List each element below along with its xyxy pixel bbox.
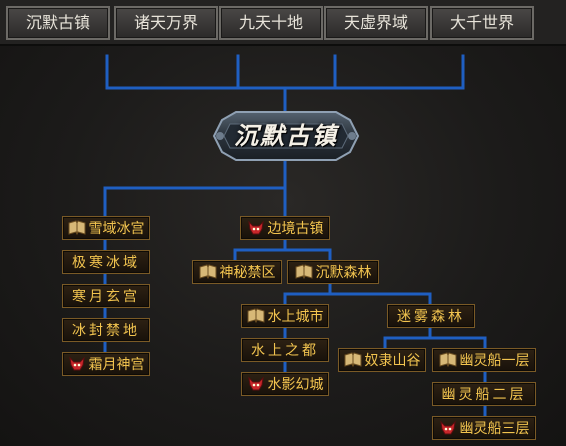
wire-left-branch bbox=[103, 186, 287, 218]
demon-icon bbox=[68, 356, 86, 372]
node-jihan-bingyu[interactable]: 极寒冰域 bbox=[62, 250, 150, 274]
book-icon bbox=[295, 264, 313, 280]
node-bianjing-guzhen[interactable]: 边境古镇 bbox=[240, 216, 330, 240]
book-icon bbox=[199, 264, 217, 280]
wire-top-left bbox=[105, 54, 287, 90]
wire-senlin-branch bbox=[283, 292, 432, 306]
current-region-badge: 沉默古镇 bbox=[212, 110, 360, 162]
node-shuangyue-shengong[interactable]: 霜月神宫 bbox=[62, 352, 150, 376]
demon-icon bbox=[247, 376, 265, 392]
tab-tianxu-jieyu[interactable]: 天虚界域 bbox=[324, 6, 428, 40]
node-miwu-senlin[interactable]: 迷雾森林 bbox=[387, 304, 475, 328]
node-youling-chuan-1[interactable]: 幽灵船一层 bbox=[432, 348, 536, 372]
book-icon bbox=[247, 308, 265, 324]
node-shuishang-zhidu[interactable]: 水上之都 bbox=[241, 338, 329, 362]
book-icon bbox=[344, 352, 362, 368]
wire-top-right bbox=[283, 54, 465, 90]
node-shuiying-huancheng[interactable]: 水影幻城 bbox=[241, 372, 329, 396]
book-icon bbox=[439, 352, 457, 368]
node-hanyue-xuangong[interactable]: 寒月玄宫 bbox=[62, 284, 150, 308]
node-shenmi-jinqu[interactable]: 神秘禁区 bbox=[192, 260, 282, 284]
book-icon bbox=[68, 220, 86, 236]
demon-icon bbox=[247, 220, 265, 236]
node-shuishang-chengshi[interactable]: 水上城市 bbox=[241, 304, 329, 328]
tab-zhutian-wanjie[interactable]: 诸天万界 bbox=[114, 6, 218, 40]
tab-jiutian-shidi[interactable]: 九天十地 bbox=[219, 6, 323, 40]
badge-frame bbox=[212, 111, 360, 161]
wire-bianjing-branch bbox=[233, 248, 332, 262]
node-chenmo-senlin[interactable]: 沉默森林 bbox=[287, 260, 379, 284]
center-region-title: 沉默古镇 bbox=[234, 121, 338, 150]
wire-mimu-branch bbox=[383, 336, 487, 350]
tab-silent-town[interactable]: 沉默古镇 bbox=[6, 6, 110, 40]
node-youling-chuan-3[interactable]: 幽灵船三层 bbox=[432, 416, 536, 440]
node-bingfeng-jindi[interactable]: 冰封禁地 bbox=[62, 318, 150, 342]
node-youling-chuan-2[interactable]: 幽灵船二层 bbox=[432, 382, 536, 406]
demon-icon bbox=[439, 420, 457, 436]
map-tab-bar: 沉默古镇 诸天万界 九天十地 天虚界域 大千世界 bbox=[0, 0, 566, 46]
tab-daqian-shijie[interactable]: 大千世界 bbox=[430, 6, 534, 40]
node-xueyu-binggong[interactable]: 雪域冰宫 bbox=[62, 216, 150, 240]
node-nuli-shangu[interactable]: 奴隶山谷 bbox=[338, 348, 426, 372]
